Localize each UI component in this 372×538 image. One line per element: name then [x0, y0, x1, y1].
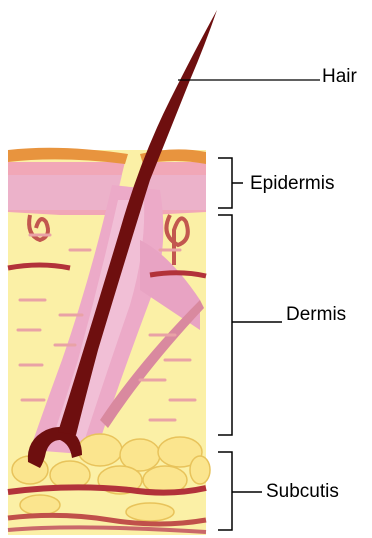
subcutis-bracket: [218, 452, 262, 530]
dermis-bracket: [218, 215, 282, 435]
label-subcutis: Subcutis: [266, 481, 339, 502]
label-epidermis: Epidermis: [250, 173, 334, 194]
label-hair: Hair: [322, 66, 358, 87]
label-dermis: Dermis: [286, 304, 346, 325]
skin-illustration: [8, 10, 217, 535]
epidermis-bracket: [218, 158, 243, 208]
